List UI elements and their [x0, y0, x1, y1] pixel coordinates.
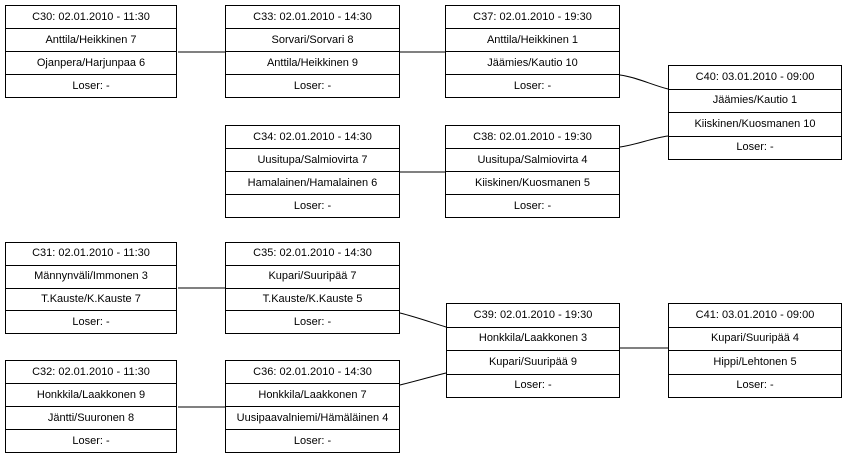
loser-row: Loser: - — [514, 379, 552, 392]
player1-row: Jäämies/Kautio 1 — [669, 90, 841, 113]
loser-row: Loser: - — [293, 315, 332, 328]
player1-row: Honkkila/Laakkonen 7 — [226, 384, 399, 407]
match-header: C36: 02.01.2010 - 14:30 — [226, 361, 399, 384]
loser-row: Loser: - — [293, 434, 332, 447]
match-box-c30: C30: 02.01.2010 - 11:30 Anttila/Heikkine… — [5, 5, 177, 98]
connector-c38-c40 — [619, 135, 669, 148]
match-header: C35: 02.01.2010 - 14:30 — [226, 243, 399, 266]
player2-row: Kupari/Suuripää 9 — [447, 351, 619, 375]
match-box-c41: C41: 03.01.2010 - 09:00 Kupari/Suuripää … — [668, 303, 842, 398]
match-box-c36: C36: 02.01.2010 - 14:30 Honkkila/Laakkon… — [225, 360, 400, 453]
loser-row: Loser: - — [72, 434, 110, 447]
connector-c37-c40 — [619, 74, 669, 90]
match-header: C34: 02.01.2010 - 14:30 — [226, 126, 399, 149]
match-header: C31: 02.01.2010 - 11:30 — [6, 243, 176, 266]
player1-row: Anttila/Heikkinen 7 — [6, 29, 176, 52]
match-header: C32: 02.01.2010 - 11:30 — [6, 361, 176, 384]
player2-row: T.Kauste/K.Kauste 7 — [6, 289, 176, 312]
match-box-c34: C34: 02.01.2010 - 14:30 Uusitupa/Salmiov… — [225, 125, 400, 218]
match-box-c31: C31: 02.01.2010 - 11:30 Männynväli/Immon… — [5, 242, 177, 334]
player1-row: Kupari/Suuripää 4 — [669, 328, 841, 351]
match-header: C41: 03.01.2010 - 09:00 — [669, 304, 841, 328]
match-box-c40: C40: 03.01.2010 - 09:00 Jäämies/Kautio 1… — [668, 65, 842, 160]
match-box-c39: C39: 02.01.2010 - 19:30 Honkkila/Laakkon… — [446, 303, 620, 398]
player2-row: Jäntti/Suuronen 8 — [6, 407, 176, 430]
player2-row: Jäämies/Kautio 10 — [446, 52, 619, 75]
loser-row: Loser: - — [72, 79, 110, 92]
match-box-c37: C37: 02.01.2010 - 19:30 Anttila/Heikkine… — [445, 5, 620, 98]
player1-row: Kupari/Suuripää 7 — [226, 266, 399, 289]
player1-row: Sorvari/Sorvari 8 — [226, 29, 399, 52]
loser-row: Loser: - — [736, 141, 774, 154]
match-box-c33: C33: 02.01.2010 - 14:30 Sorvari/Sorvari … — [225, 5, 400, 98]
player1-row: Uusitupa/Salmiovirta 7 — [226, 149, 399, 172]
player2-row: Uusipaavalniemi/Hämäläinen 4 — [226, 407, 399, 430]
match-header: C38: 02.01.2010 - 19:30 — [446, 126, 619, 149]
connector-c35-c39 — [399, 312, 447, 328]
player1-row: Männynväli/Immonen 3 — [6, 266, 176, 289]
player2-row: Kiiskinen/Kuosmanen 5 — [446, 172, 619, 195]
loser-row: Loser: - — [293, 199, 332, 212]
player2-row: T.Kauste/K.Kauste 5 — [226, 289, 399, 312]
loser-row: Loser: - — [72, 315, 110, 328]
player2-row: Ojanpera/Harjunpaa 6 — [6, 52, 176, 75]
match-box-c32: C32: 02.01.2010 - 11:30 Honkkila/Laakkon… — [5, 360, 177, 453]
player2-row: Anttila/Heikkinen 9 — [226, 52, 399, 75]
player2-row: Kiiskinen/Kuosmanen 10 — [669, 113, 841, 137]
match-header: C39: 02.01.2010 - 19:30 — [447, 304, 619, 328]
match-header: C33: 02.01.2010 - 14:30 — [226, 6, 399, 29]
match-box-c38: C38: 02.01.2010 - 19:30 Uusitupa/Salmiov… — [445, 125, 620, 218]
loser-row: Loser: - — [513, 79, 552, 92]
match-header: C37: 02.01.2010 - 19:30 — [446, 6, 619, 29]
connector-c36-c39 — [399, 372, 447, 386]
player1-row: Uusitupa/Salmiovirta 4 — [446, 149, 619, 172]
player1-row: Honkkila/Laakkonen 9 — [6, 384, 176, 407]
loser-row: Loser: - — [293, 79, 332, 92]
player1-row: Honkkila/Laakkonen 3 — [447, 328, 619, 351]
match-header: C40: 03.01.2010 - 09:00 — [669, 66, 841, 90]
player2-row: Hippi/Lehtonen 5 — [669, 351, 841, 375]
loser-row: Loser: - — [513, 199, 552, 212]
loser-row: Loser: - — [736, 379, 774, 392]
match-header: C30: 02.01.2010 - 11:30 — [6, 6, 176, 29]
player1-row: Anttila/Heikkinen 1 — [446, 29, 619, 52]
player2-row: Hamalainen/Hamalainen 6 — [226, 172, 399, 195]
match-box-c35: C35: 02.01.2010 - 14:30 Kupari/Suuripää … — [225, 242, 400, 334]
